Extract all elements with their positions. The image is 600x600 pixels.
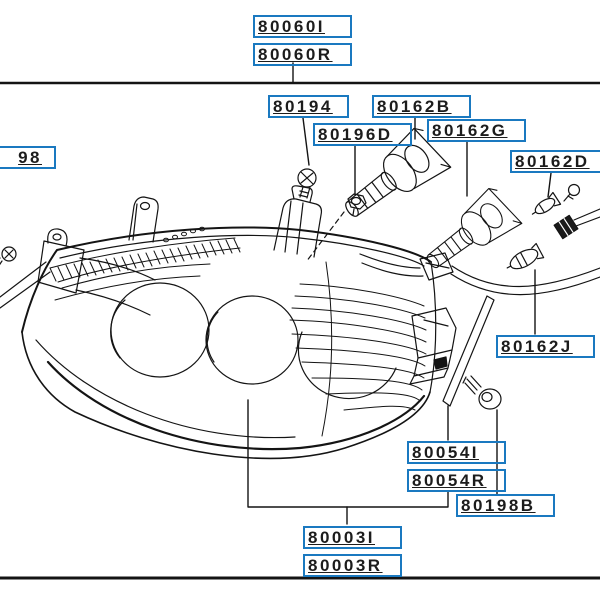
screw-80194-part: [297, 168, 317, 199]
trim-strip-part: [442, 295, 495, 407]
part-label-80054i[interactable]: 80054I: [407, 441, 506, 464]
part-label-80060i[interactable]: 80060I: [253, 15, 352, 38]
frame-lines: [0, 81, 600, 580]
part-label-80003i[interactable]: 80003I: [303, 526, 402, 549]
part-label-80196d[interactable]: 80196D: [313, 123, 412, 146]
part-label-80060r[interactable]: 80060R: [253, 43, 352, 66]
flange-holes: [163, 226, 205, 243]
tiny-screw-icon: [563, 183, 581, 202]
alignment-dashed-line: [305, 211, 345, 263]
bulb-socket-dark: [553, 214, 579, 240]
part-label-80194[interactable]: 80194: [268, 95, 349, 118]
part-label-80162d[interactable]: 80162D: [510, 150, 600, 173]
rear-bracket-arm: [0, 228, 156, 316]
nut-80196d-part: [347, 193, 367, 216]
screw-80198b-part: [462, 375, 502, 410]
lens-ribs: [289, 261, 427, 437]
bulb-assembly-80162g: [414, 184, 523, 283]
mounting-tab-rear: [273, 185, 323, 258]
part-label-80198b[interactable]: 80198B: [456, 494, 555, 517]
lower-mounting-bracket: [409, 307, 457, 385]
part-label-80162j[interactable]: 80162J: [496, 335, 595, 358]
socket-wires: [573, 208, 600, 227]
wiring-harness: [359, 252, 600, 296]
housing-outline: [21, 226, 432, 333]
part-label-80162g[interactable]: 80162G: [427, 119, 526, 142]
wedge-bulb-80162j: [506, 242, 545, 270]
wedge-bulb-80162d: [531, 191, 562, 215]
part-label-98-partial[interactable]: 98: [0, 146, 56, 169]
screw-left-icon: [0, 246, 17, 266]
part-label-80003r[interactable]: 80003R: [303, 554, 402, 577]
mounting-tab-front: [128, 196, 159, 243]
headlamp-unit: [0, 185, 437, 460]
part-label-80054r[interactable]: 80054R: [407, 469, 506, 492]
part-label-80162b[interactable]: 80162B: [372, 95, 471, 118]
projector-lenses: [110, 282, 397, 400]
